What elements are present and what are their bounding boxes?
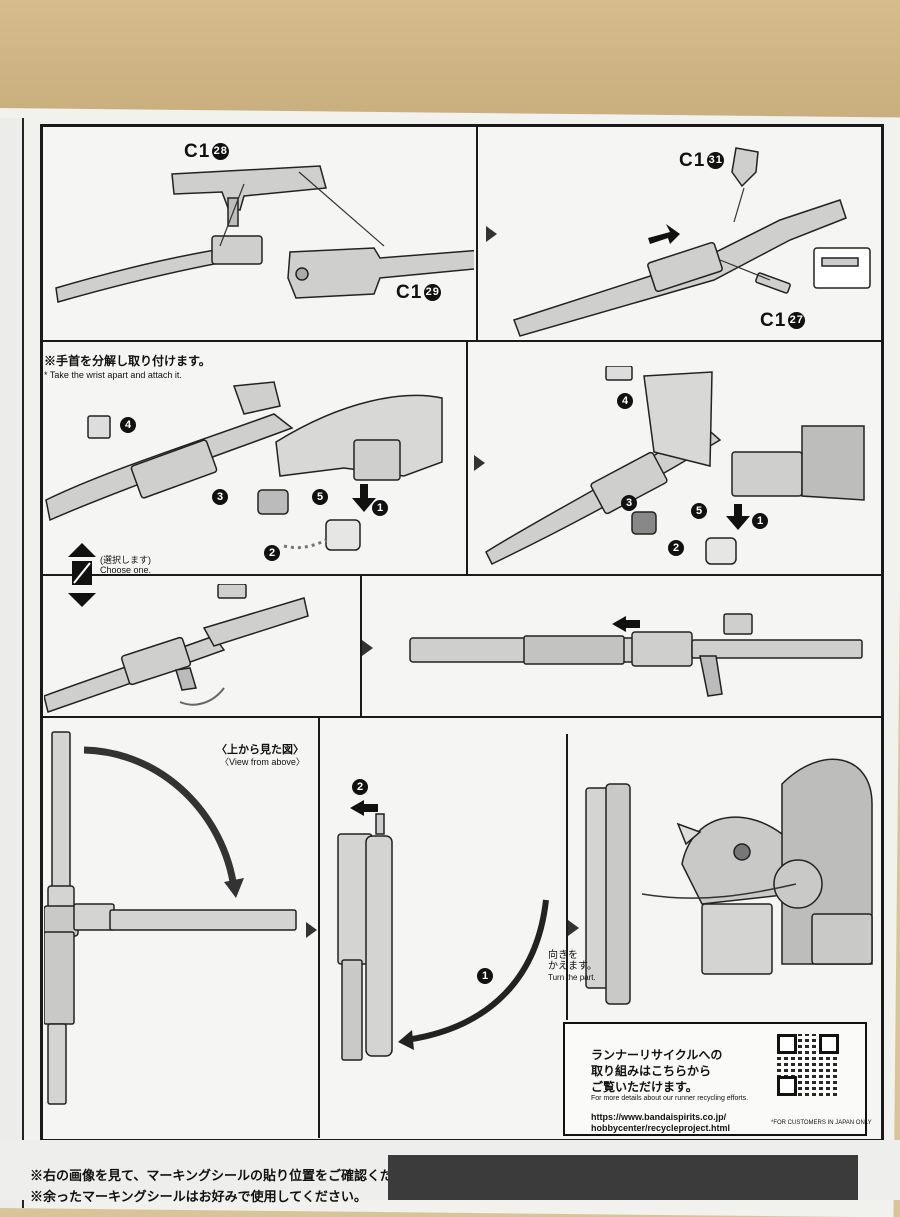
col-divider-5 [566,734,568,1020]
step-2-badge: 2 [264,545,280,561]
choose-note-en: Choose one. [100,565,152,575]
recycle-url-line-1[interactable]: https://www.bandaispirits.co.jp/ [591,1112,727,1122]
recycle-jp-line-3: ご覧いただけます。 [591,1080,698,1094]
part-code: C1 [679,150,706,171]
recycle-jp-line-1: ランナーリサイクルへの [591,1048,723,1062]
marking-photo [388,1155,858,1200]
panel6-illustration [409,613,863,697]
wrist-note-en: * Take the wrist apart and attach it. [44,370,182,380]
next-step-arrow [486,226,497,242]
panel1-illustration [55,165,474,303]
left-page-edge [0,118,24,1208]
row-divider-2 [40,574,881,576]
recycle-footnote: *FOR CUSTOMERS IN JAPAN ONLY [771,1120,872,1126]
recycle-info-box: ランナーリサイクルへの 取り組みはこちらから ご覧いただけます。 For mor… [563,1022,872,1136]
bottom-note-2: ※余ったマーキングシールはお好みで使用してください。 [30,1189,367,1204]
step-3-badge: 3 [621,495,637,511]
next-step-arrow [474,455,485,471]
panel2-illustration [513,147,871,337]
qr-finder-mark [819,1034,839,1054]
qr-finder-mark [777,1076,797,1096]
next-step-arrow [362,640,373,656]
row-divider-1 [40,340,881,342]
step-3-badge: 3 [212,489,228,505]
panel5-illustration [44,584,309,713]
next-step-arrow [568,920,579,936]
step-1-badge: 1 [477,968,493,984]
panel3-illustration [45,381,443,551]
col-divider-3 [360,576,362,716]
wood-table-background [0,0,900,130]
next-step-arrow [306,922,317,938]
col-divider-4 [318,718,320,1138]
part-number-badge: 31 [707,152,725,170]
part-number-badge: 27 [788,312,806,330]
view-above-jp: 〈上から見た図〉 [216,744,304,756]
recycle-en-text: For more details about our runner recycl… [591,1095,749,1102]
part-code: C1 [184,141,211,162]
qr-finder-mark [777,1034,797,1054]
recycle-url-line-2[interactable]: hobbycenter/recycleproject.html [591,1123,731,1133]
wrist-note-jp: ※手首を分解し取り付けます。 [44,354,211,368]
bottom-note-1: ※右の画像を見て、マーキングシールの貼り位置をご確認ください。 [30,1168,432,1183]
step-5-badge: 5 [691,503,707,519]
turn-note-en: Turn the part. [548,973,596,982]
recycle-jp-line-2: 取り組みはこちらから [591,1064,712,1078]
view-above-en: 〈View from above〉 [220,757,305,767]
step-2-badge: 2 [668,540,684,556]
choose-one-icon [68,543,96,607]
panel7-illustration [44,731,297,1105]
choose-note-jp: (選択します) [100,555,151,565]
panel8-illustration [337,800,549,1061]
col-divider-1 [476,127,478,340]
panel4-illustration [485,366,865,565]
part-number-badge: 29 [424,284,442,302]
step-1-badge: 1 [372,500,388,516]
turn-note-jp: 向きを かえます。 [548,950,597,972]
col-divider-2 [466,342,468,574]
part-code: C1 [396,282,423,303]
step-2-badge: 2 [352,779,368,795]
part-code: C1 [760,310,787,331]
step-4-badge: 4 [617,393,633,409]
step-4-badge: 4 [120,417,136,433]
step-5-badge: 5 [312,489,328,505]
step-1-badge: 1 [752,513,768,529]
panel9-illustration [585,758,873,1005]
row-divider-3 [40,716,881,718]
part-number-badge: 28 [212,143,230,161]
